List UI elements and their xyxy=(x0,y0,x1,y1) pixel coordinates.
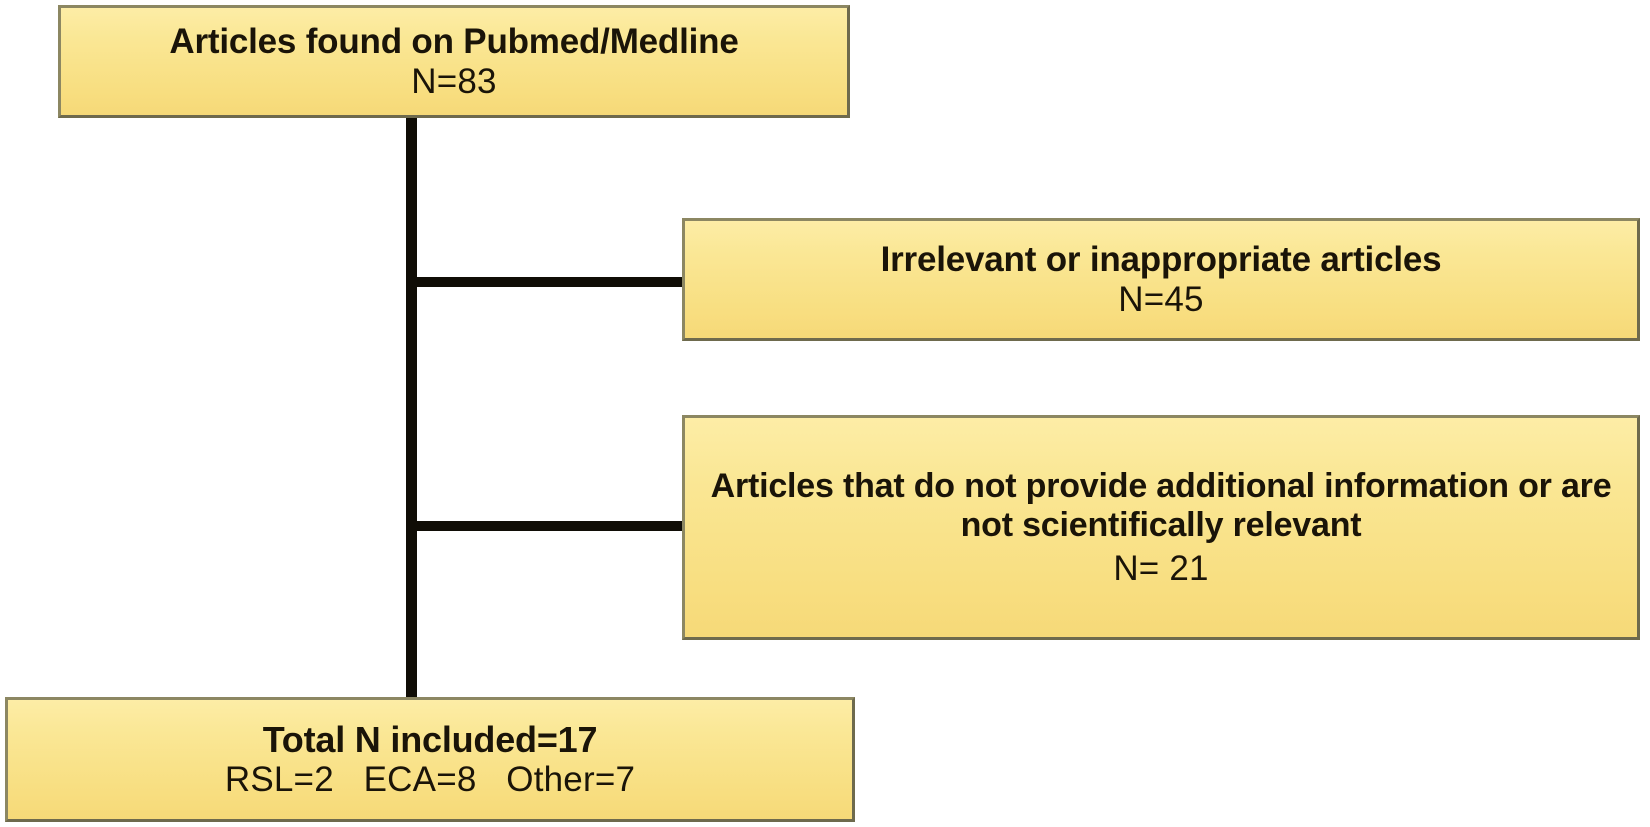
node-articles-found-count: N=83 xyxy=(411,61,497,101)
node-no-additional-information-title: Articles that do not provide additional … xyxy=(710,467,1612,544)
node-total-included-title: Total N included=17 xyxy=(262,718,598,760)
node-articles-found-title: Articles found on Pubmed/Medline xyxy=(169,22,739,62)
connector-line-trunk xyxy=(406,114,417,702)
node-total-included: Total N included=17 RSL=2 ECA=8 Other=7 xyxy=(5,697,855,822)
node-irrelevant-articles-count: N=45 xyxy=(1118,279,1204,319)
connector-line-irrelevant xyxy=(406,277,686,287)
node-no-additional-information: Articles that do not provide additional … xyxy=(682,415,1640,640)
node-no-additional-information-count: N= 21 xyxy=(1113,548,1209,588)
node-irrelevant-articles-title: Irrelevant or inappropriate articles xyxy=(880,240,1442,280)
node-irrelevant-articles: Irrelevant or inappropriate articles N=4… xyxy=(682,218,1640,341)
node-total-included-breakdown: RSL=2 ECA=8 Other=7 xyxy=(224,760,636,800)
connector-line-no-additional-info xyxy=(406,521,686,531)
node-articles-found: Articles found on Pubmed/Medline N=83 xyxy=(58,5,850,118)
